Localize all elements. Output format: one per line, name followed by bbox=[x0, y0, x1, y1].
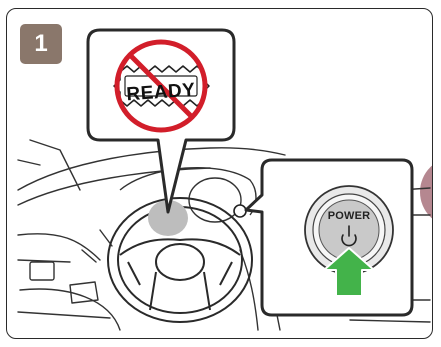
step-number: 1 bbox=[34, 30, 48, 57]
power-switch-location-icon bbox=[233, 204, 247, 218]
indicator-area-highlight bbox=[148, 200, 188, 236]
power-symbol-icon bbox=[341, 225, 357, 247]
prohibition-icon bbox=[114, 39, 208, 133]
ready-callout-bubble bbox=[86, 28, 236, 214]
press-arrow-icon bbox=[323, 247, 375, 297]
step-badge: 1 bbox=[20, 24, 62, 64]
power-switch-label: POWER bbox=[327, 210, 371, 222]
